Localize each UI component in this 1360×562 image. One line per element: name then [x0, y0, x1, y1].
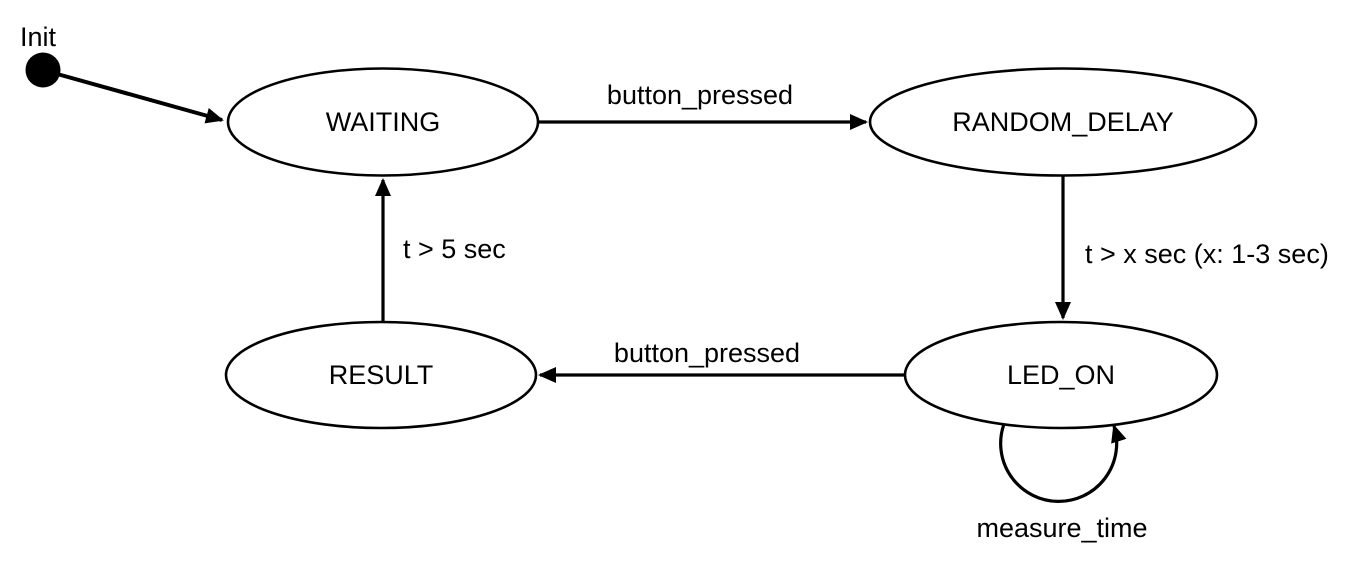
state-label-led-on: LED_ON: [1007, 360, 1115, 390]
transition-label-result-to-waiting: t > 5 sec: [403, 234, 506, 264]
state-label-waiting: WAITING: [326, 107, 441, 137]
transition-label-led-on-to-result: button_pressed: [614, 338, 800, 368]
transition-label-waiting-to-random-delay: button_pressed: [607, 80, 793, 110]
transition-label-led-on-self-loop: measure_time: [976, 513, 1147, 543]
state-led-on: [903, 320, 1219, 430]
transition-led-on-self-loop-arrow: [999, 423, 1127, 503]
state-random-delay: [868, 67, 1258, 177]
init-label: Init: [20, 22, 57, 52]
state-label-result: RESULT: [329, 360, 434, 390]
transition-label-random-delay-to-led-on: t > x sec (x: 1-3 sec): [1085, 239, 1329, 269]
init-state-marker: [25, 52, 61, 88]
state-waiting: [226, 67, 540, 177]
transition-init-to-waiting-arrow: [58, 72, 224, 124]
state-result: [224, 320, 538, 430]
state-label-random-delay: RANDOM_DELAY: [952, 107, 1174, 137]
